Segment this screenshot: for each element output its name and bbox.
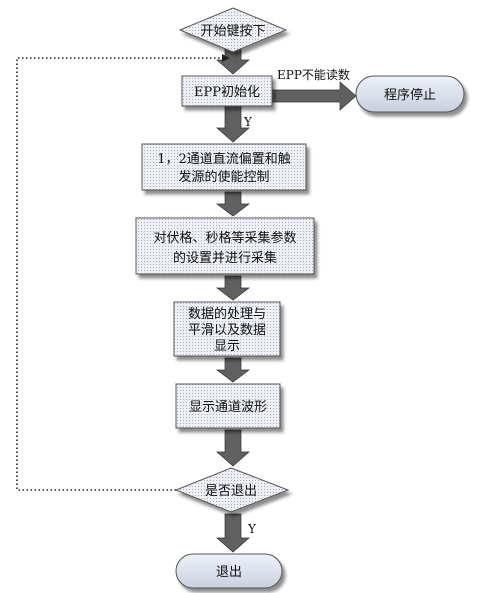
step2-node [135, 217, 315, 275]
step2-label-line1: 对伏格、秒格等采集参数 [153, 230, 296, 246]
start-node [178, 7, 288, 53]
step1-label-line2: 发源的使能控制 [178, 169, 269, 185]
step3-label-line3: 显示 [214, 339, 240, 354]
exit-node [175, 553, 283, 589]
stop-label: 程序停止 [384, 87, 436, 103]
step2-label-line2: 的设置并进行采集 [173, 250, 277, 266]
arrow-step1-to-step2 [215, 191, 251, 217]
step1-label-line1: 1，2通道直流偏置和触 [157, 152, 291, 167]
step4-node [175, 383, 281, 429]
loop-back-connector [16, 57, 222, 491]
step4-label: 显示通道波形 [189, 400, 267, 415]
decision-label: 是否退出 [205, 484, 257, 499]
step3-node [173, 301, 281, 357]
stop-node [355, 75, 465, 113]
start-label: 开始键按下 [200, 24, 265, 39]
epp-init-label: EPP初始化 [194, 85, 260, 100]
arrow-step4-to-decision [216, 429, 250, 467]
step1-node [141, 143, 307, 191]
epp-fail-label: EPP不能读数 [277, 67, 350, 82]
yes-label-bottom: Y [247, 522, 257, 536]
arrow-epp-to-stop [271, 81, 357, 111]
arrow-step3-to-step4 [215, 357, 251, 383]
step3-label-line1: 数据的处理与 [188, 306, 266, 322]
arrow-decision-to-exit [216, 513, 250, 553]
arrow-step2-to-step3 [215, 275, 251, 301]
exit-label: 退出 [216, 565, 242, 580]
epp-init-node [181, 75, 273, 107]
yes-label-top: Y [243, 115, 253, 129]
connector-arrows [215, 43, 357, 553]
arrow-epp-to-step1 [216, 103, 250, 143]
loop-back-arrowhead [222, 54, 230, 62]
step3-label-line2: 平滑以及数据 [188, 323, 266, 338]
decision-node [174, 467, 290, 513]
